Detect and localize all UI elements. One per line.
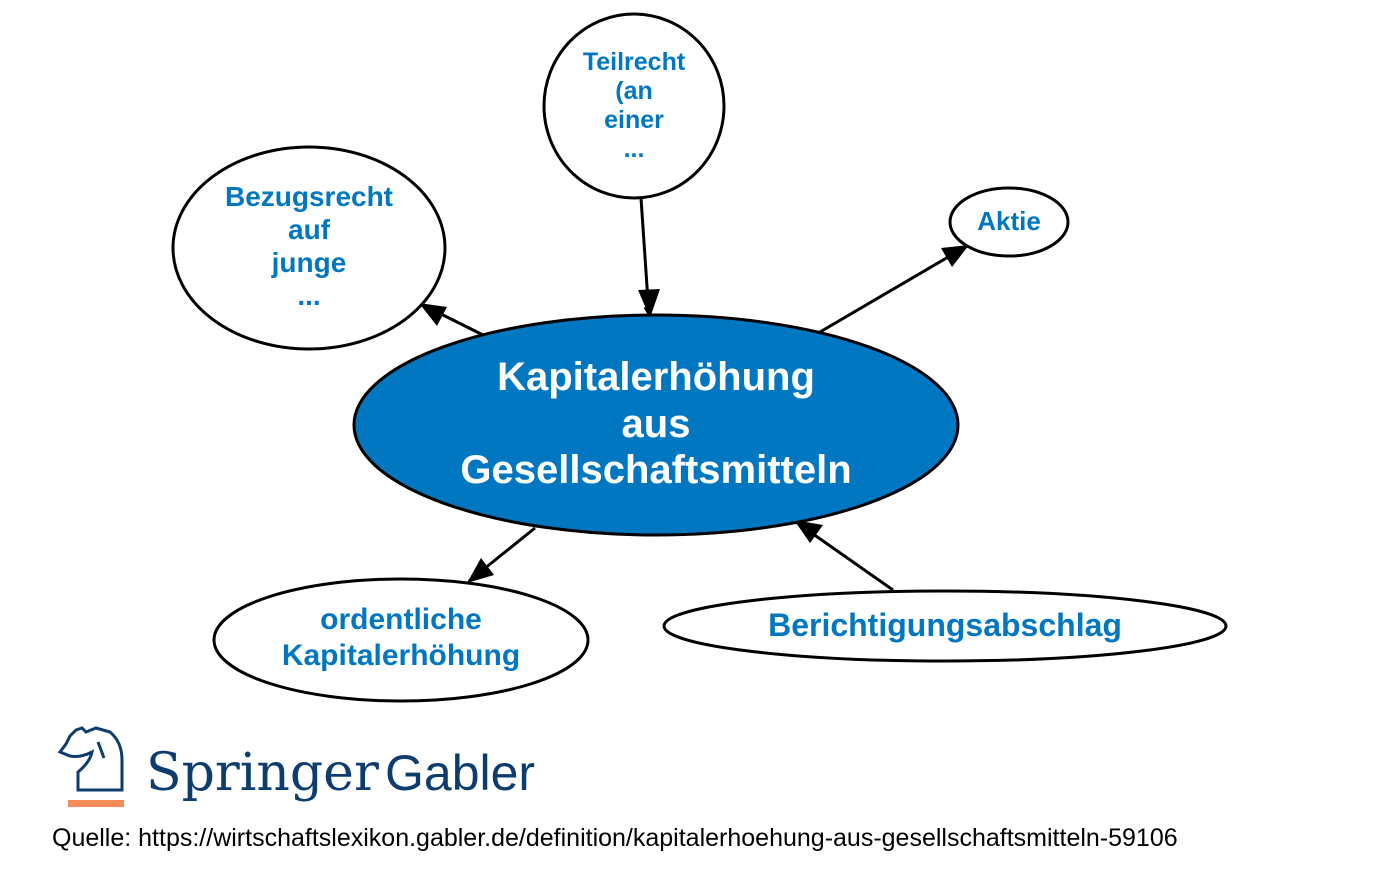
- node-label: ...: [297, 280, 320, 311]
- node-bezugsrecht[interactable]: Bezugsrecht auf junge ...: [171, 145, 447, 351]
- logo-springer: Springer: [146, 743, 379, 803]
- node-aktie[interactable]: Aktie: [948, 186, 1070, 258]
- knight-horse-icon: [57, 726, 124, 792]
- node-label: junge: [271, 247, 347, 278]
- arrowhead-icon: [467, 558, 494, 583]
- node-label: auf: [288, 214, 331, 245]
- source-link[interactable]: Quelle: https://wirtschaftslexikon.gable…: [52, 824, 1178, 852]
- node-label: (an: [615, 77, 653, 105]
- node-label: Bezugsrecht: [225, 181, 393, 212]
- node-label: aus: [622, 402, 691, 446]
- arrowhead-icon: [941, 245, 969, 267]
- node-teilrecht[interactable]: Teilrecht (an einer ...: [542, 12, 726, 200]
- node-berichtigungsabschlag[interactable]: Berichtigungsabschlag: [662, 589, 1228, 663]
- node-label: ...: [624, 135, 645, 163]
- node-label: Berichtigungsabschlag: [768, 607, 1122, 643]
- node-label: Gesellschaftsmitteln: [460, 448, 851, 492]
- node-label: Teilrecht: [583, 48, 686, 76]
- node-label: Kapitalerhöhung: [497, 355, 815, 399]
- arrowhead-icon: [638, 289, 660, 318]
- node-label: Kapitalerhöhung: [282, 639, 520, 672]
- springer-gabler-logo: Springer Gabler: [57, 726, 535, 807]
- arrowheads: [419, 245, 969, 583]
- node-center[interactable]: Kapitalerhöhung aus Gesellschaftsmitteln: [352, 313, 960, 537]
- node-label: ordentliche: [320, 603, 482, 636]
- node-label: einer: [604, 106, 664, 134]
- arrowhead-icon: [419, 303, 447, 326]
- arrowhead-icon: [794, 520, 823, 543]
- node-ordentliche[interactable]: ordentliche Kapitalerhöhung: [212, 577, 590, 703]
- logo-gabler: Gabler: [385, 745, 535, 801]
- node-label: Aktie: [977, 206, 1041, 236]
- edge-center-to-aktie: [819, 244, 968, 334]
- logo-bar: [68, 800, 124, 807]
